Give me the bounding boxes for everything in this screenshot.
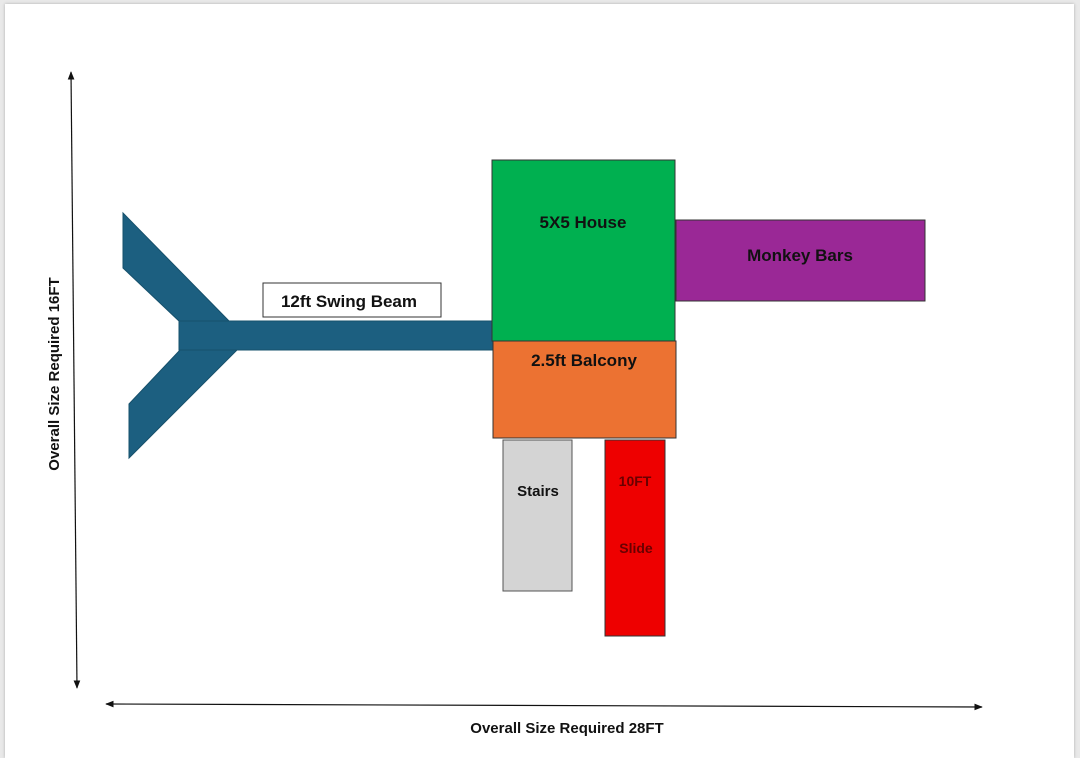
swing-frame-upper-leg bbox=[122, 211, 232, 323]
swing-beam-label-box bbox=[262, 282, 442, 318]
house-label: 5X5 House bbox=[540, 213, 627, 232]
swing-beam-label: 12ft Swing Beam bbox=[281, 292, 417, 311]
height-dimension-arrow bbox=[67, 71, 81, 689]
slide-label-bottom: Slide bbox=[619, 540, 653, 556]
height-dimension-label: Overall Size Required 16FT bbox=[46, 277, 63, 470]
width-dimension-label: Overall Size Required 28FT bbox=[470, 720, 663, 737]
balcony-label: 2.5ft Balcony bbox=[531, 351, 637, 370]
slide bbox=[604, 439, 666, 637]
stairs-label: Stairs bbox=[517, 483, 559, 500]
width-dimension-arrow bbox=[105, 700, 983, 711]
balcony bbox=[492, 340, 677, 439]
slide-label-top: 10FT bbox=[619, 473, 652, 489]
swing-frame-lower-leg bbox=[128, 349, 239, 460]
house bbox=[491, 159, 676, 342]
monkey-bars-label: Monkey Bars bbox=[747, 246, 853, 265]
swing-beam bbox=[178, 320, 494, 351]
stairs bbox=[502, 439, 573, 592]
monkey-bars bbox=[675, 219, 926, 302]
